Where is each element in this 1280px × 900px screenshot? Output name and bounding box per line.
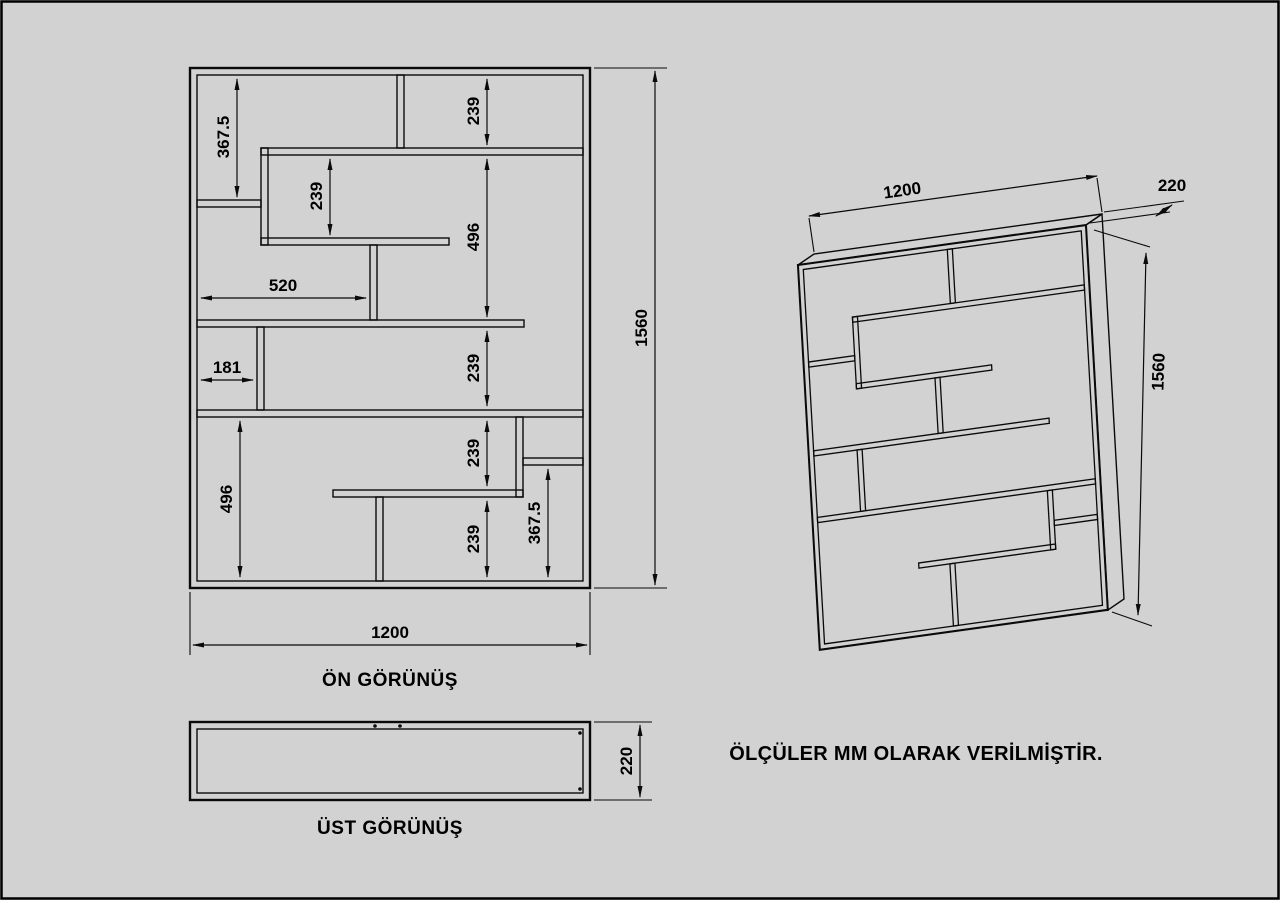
- shelf-panel: [196, 409, 584, 418]
- dim-front-box: 239: [307, 158, 333, 236]
- dim-iso-height: 1560: [1093, 229, 1169, 627]
- shelf-panel: [522, 457, 584, 466]
- dim-label: 239: [307, 182, 326, 210]
- front-view-title: ÖN GÖRÜNÜŞ: [322, 670, 458, 691]
- dim-front-width: 1200: [189, 592, 591, 655]
- dim-front-right-239c: 239: [464, 500, 490, 578]
- front-inner-frame: [196, 74, 584, 582]
- iso-front-face: [796, 223, 1109, 651]
- dim-front-right-239a: 239: [464, 330, 490, 407]
- dim-front-right-239b: 239: [464, 420, 490, 487]
- iso-view: 1200 220 1560: [796, 175, 1186, 651]
- top-outer-frame: [188, 720, 592, 802]
- dim-label: 239: [464, 97, 483, 125]
- dim-label: 220: [617, 747, 636, 775]
- front-outer-frame: [188, 66, 592, 590]
- divider-panel: [375, 496, 384, 582]
- dim-front-left-496: 496: [217, 420, 243, 578]
- dim-label: 1200: [371, 623, 409, 642]
- dim-label: 496: [217, 485, 236, 513]
- dim-label: 1560: [632, 309, 651, 347]
- fitting-mark: [578, 731, 582, 735]
- dim-front-top-right: 239: [464, 78, 490, 146]
- fitting-mark: [373, 724, 377, 728]
- dim-label: 239: [464, 439, 483, 467]
- top-view: 220 ÜST GÖRÜNÜŞ: [188, 720, 652, 839]
- dim-label: 367.5: [525, 502, 544, 545]
- dim-front-right-496: 496: [464, 158, 490, 318]
- front-view: 367.5 239 239 496 239 239 239 367.5: [188, 66, 667, 691]
- dim-label: 367.5: [214, 116, 233, 159]
- fitting-mark: [398, 724, 402, 728]
- dim-front-left-top: 367.5: [214, 78, 240, 198]
- dim-label: 220: [1158, 176, 1186, 195]
- dim-label: 239: [464, 525, 483, 553]
- divider-panel: [396, 74, 405, 149]
- units-note: ÖLÇÜLER MM OLARAK VERİLMİŞTİR.: [729, 742, 1102, 765]
- shelf-panel: [196, 319, 525, 328]
- top-inner-frame: [196, 728, 584, 794]
- dim-front-height: 1560: [594, 67, 667, 589]
- dim-top-depth: 220: [594, 721, 652, 801]
- dim-front-right-367: 367.5: [525, 468, 551, 578]
- top-view-title: ÜST GÖRÜNÜŞ: [317, 818, 463, 839]
- dim-label: 239: [464, 354, 483, 382]
- dim-front-181: 181: [200, 358, 254, 383]
- dim-label: 496: [464, 223, 483, 251]
- dim-front-520: 520: [200, 276, 367, 301]
- dim-iso-depth: 220: [1089, 176, 1186, 224]
- shelf-panel: [332, 489, 524, 498]
- dim-label: 181: [213, 358, 241, 377]
- dim-label: 1560: [1148, 353, 1168, 391]
- shelf-panel: [260, 237, 450, 246]
- fitting-mark: [578, 787, 582, 791]
- dim-label: 520: [269, 276, 297, 295]
